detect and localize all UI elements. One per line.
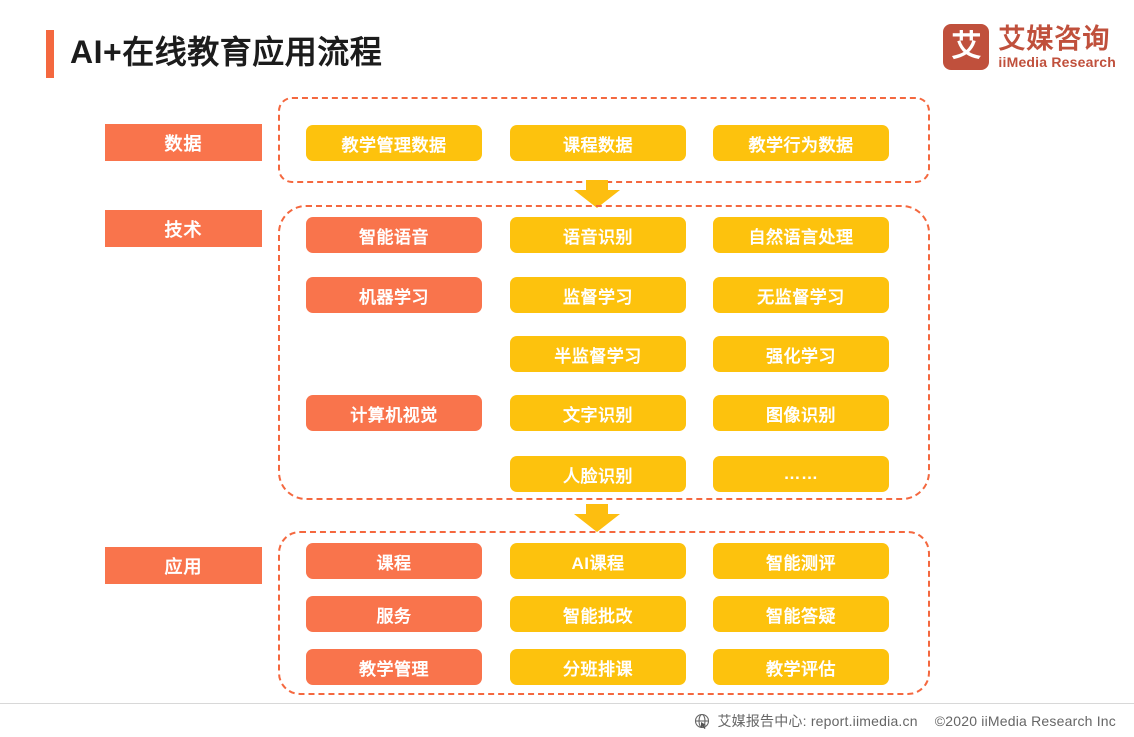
app-item-1-0[interactable]: 智能批改 bbox=[510, 596, 686, 632]
logo-name-en: iiMedia Research bbox=[998, 53, 1116, 70]
app-item-0-1[interactable]: 智能测评 bbox=[713, 543, 889, 579]
tech-item-0-1[interactable]: 自然语言处理 bbox=[713, 217, 889, 253]
page-title: AI+在线教育应用流程 bbox=[70, 34, 383, 70]
app-item-2-0[interactable]: 分班排课 bbox=[510, 649, 686, 685]
logo-name-cn: 艾媒咨询 bbox=[998, 23, 1111, 54]
app-category-2[interactable]: 教学管理 bbox=[306, 649, 482, 685]
app-item-1-1[interactable]: 智能答疑 bbox=[713, 596, 889, 632]
page-header: AI+在线教育应用流程 艾 艾媒咨询 iiMedia Research bbox=[0, 0, 1134, 92]
title-accent-bar bbox=[46, 30, 54, 78]
data-item-0[interactable]: 教学管理数据 bbox=[306, 125, 482, 161]
tech-item-3-0[interactable]: 文字识别 bbox=[510, 395, 686, 431]
tech-item-1-0[interactable]: 监督学习 bbox=[510, 277, 686, 313]
tech-item-4-0[interactable]: 人脸识别 bbox=[510, 456, 686, 492]
group-box-application bbox=[278, 531, 930, 695]
tech-item-2-0[interactable]: 半监督学习 bbox=[510, 336, 686, 372]
data-item-1[interactable]: 课程数据 bbox=[510, 125, 686, 161]
down-arrow-icon-1 bbox=[574, 180, 620, 208]
brand-logo: 艾 艾媒咨询 iiMedia Research bbox=[943, 24, 1116, 70]
tech-item-1-1[interactable]: 无监督学习 bbox=[713, 277, 889, 313]
logo-text: 艾媒咨询 iiMedia Research bbox=[998, 23, 1116, 70]
logo-mark-icon: 艾 bbox=[943, 24, 990, 70]
app-item-0-0[interactable]: AI课程 bbox=[510, 543, 686, 579]
section-label-technology: 技术 bbox=[105, 210, 262, 247]
tech-item-4-1[interactable]: …… bbox=[713, 456, 889, 492]
footer-copyright: ©2020 iiMedia Research Inc bbox=[934, 712, 1116, 729]
group-box-technology bbox=[278, 205, 930, 500]
down-arrow-icon-2 bbox=[574, 504, 620, 532]
app-category-1[interactable]: 服务 bbox=[306, 596, 482, 632]
data-item-2[interactable]: 教学行为数据 bbox=[713, 125, 889, 161]
app-category-0[interactable]: 课程 bbox=[306, 543, 482, 579]
tech-item-0-0[interactable]: 语音识别 bbox=[510, 217, 686, 253]
tech-item-2-1[interactable]: 强化学习 bbox=[713, 336, 889, 372]
tech-category-0[interactable]: 智能语音 bbox=[306, 217, 482, 253]
tech-category-1[interactable]: 机器学习 bbox=[306, 277, 482, 313]
tech-item-3-1[interactable]: 图像识别 bbox=[713, 395, 889, 431]
section-label-application: 应用 bbox=[105, 547, 262, 584]
globe-icon bbox=[694, 713, 710, 729]
page-footer: 艾媒报告中心: report.iimedia.cn ©2020 iiMedia … bbox=[0, 703, 1134, 737]
tech-category-3[interactable]: 计算机视觉 bbox=[306, 395, 482, 431]
app-item-2-1[interactable]: 教学评估 bbox=[713, 649, 889, 685]
section-label-data: 数据 bbox=[105, 124, 262, 161]
footer-site: 艾媒报告中心: report.iimedia.cn bbox=[717, 712, 918, 729]
